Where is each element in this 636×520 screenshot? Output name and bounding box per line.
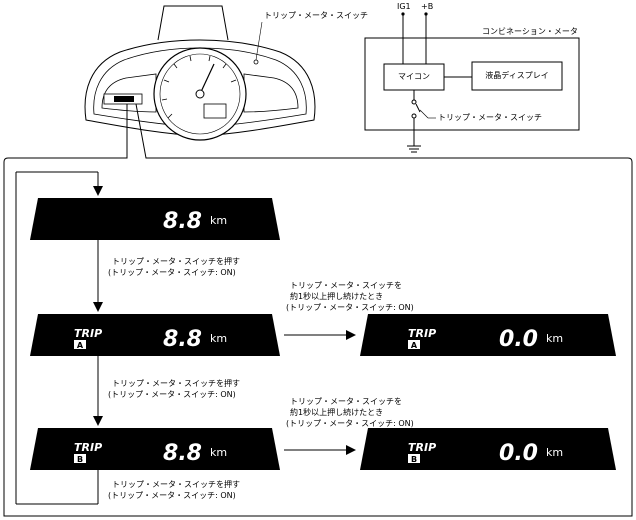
trip-b-reset-letter: B <box>411 455 417 464</box>
instrument-cluster-illustration <box>84 5 316 141</box>
note-hold-b-line-1: トリップ・メータ・スイッチを <box>290 397 402 406</box>
microcomputer-box-label: マイコン <box>398 72 430 81</box>
trip-a-label: TRIP <box>74 327 102 340</box>
note-hold-b-line-3: (トリップ・メータ・スイッチ: ON) <box>286 419 414 428</box>
circuit-switch-label: トリップ・メータ・スイッチ <box>438 113 542 122</box>
lcd-trip-b-reset: TRIP B 0.0 km <box>360 428 616 470</box>
note-press-2-line-2: (トリップ・メータ・スイッチ: ON) <box>108 390 236 399</box>
trip-b-letter: B <box>77 455 83 464</box>
trip-b-value: 8.8 <box>163 441 202 466</box>
note-hold-a-line-3: (トリップ・メータ・スイッチ: ON) <box>286 303 414 312</box>
trip-a-reset-letter: A <box>411 341 418 350</box>
trip-a-unit: km <box>210 332 227 345</box>
trip-a-reset-unit: km <box>546 332 563 345</box>
note-hold-a-line-1: トリップ・メータ・スイッチを <box>290 281 402 290</box>
odometer-value: 8.8 <box>163 209 202 234</box>
trip-a-reset-value: 0.0 <box>499 327 538 352</box>
trip-b-reset-value: 0.0 <box>499 441 538 466</box>
note-press-1-line-2: (トリップ・メータ・スイッチ: ON) <box>108 268 236 277</box>
plus-b-label: +B <box>421 2 434 11</box>
lcd-trip-a-reset: TRIP A 0.0 km <box>360 314 616 356</box>
combination-meter-label: コンビネーション・メータ <box>482 27 578 36</box>
trip-b-label: TRIP <box>74 441 102 454</box>
trip-a-reset-label: TRIP <box>408 327 436 340</box>
note-hold-a-line-2: 約1秒以上押し続けたとき <box>290 292 384 301</box>
trip-b-reset-label: TRIP <box>408 441 436 454</box>
lcd-box-label: 液晶ディスプレイ <box>485 71 549 80</box>
note-press-3-line-1: トリップ・メータ・スイッチを押す <box>112 480 240 489</box>
trip-a-letter: A <box>77 341 84 350</box>
lcd-trip-b: TRIP B 8.8 km <box>30 428 280 470</box>
trip-a-value: 8.8 <box>163 327 202 352</box>
circuit-schematic <box>364 12 580 153</box>
lcd-odometer: 8.8 km <box>30 198 280 240</box>
note-press-3-line-2: (トリップ・メータ・スイッチ: ON) <box>108 491 236 500</box>
switch-callout-label: トリップ・メータ・スイッチ <box>264 11 368 20</box>
note-press-2-line-1: トリップ・メータ・スイッチを押す <box>112 379 240 388</box>
trip-b-unit: km <box>210 446 227 459</box>
odometer-unit: km <box>210 214 227 227</box>
lcd-trip-a: TRIP A 8.8 km <box>30 314 280 356</box>
note-press-1-line-1: トリップ・メータ・スイッチを押す <box>112 257 240 266</box>
ig1-label: IG1 <box>397 2 411 11</box>
trip-b-reset-unit: km <box>546 446 563 459</box>
note-hold-b-line-2: 約1秒以上押し続けたとき <box>290 408 384 417</box>
